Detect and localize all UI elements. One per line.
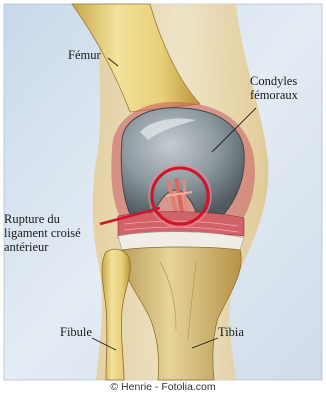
label-condyles-line2: fémoraux [250,88,298,102]
label-femoral-condyles: Condyles fémoraux [250,74,298,102]
label-rupture-line2: ligament croisé [4,226,81,240]
label-condyles-line1: Condyles [250,74,298,88]
label-rupture-line3: antérieur [4,240,81,254]
image-credit: © Henrie - Fotolia.com [0,381,326,393]
label-fibula: Fibule [60,325,92,339]
label-rupture-line1: Rupture du [4,212,81,226]
label-acl-rupture: Rupture du ligament croisé antérieur [4,212,81,254]
label-femur: Fémur [68,48,101,62]
label-tibia: Tibia [218,325,244,339]
